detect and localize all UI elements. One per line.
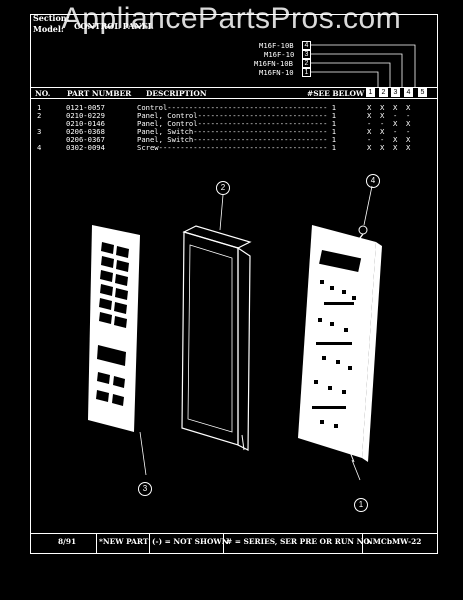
model-name: M16FN-10B [254, 59, 293, 68]
row-marks: X X - - [367, 127, 411, 136]
watermark: AppliancePartsPros.com [61, 2, 402, 35]
footer-not-shown: (-) = NOT SHOWN [152, 537, 229, 546]
callout-1: 1 [354, 498, 368, 512]
row-desc: Screw-----------------------------------… [137, 143, 337, 152]
col-header-part-number: PART NUMBER [67, 89, 132, 98]
footer-separator [149, 533, 150, 554]
row-marks: X X - - [367, 111, 411, 120]
callout-4: 4 [366, 174, 380, 188]
col-header-description: DESCRIPTION [146, 89, 207, 98]
row-part: 0302-0094 [66, 143, 105, 152]
row-marks: X X X X [367, 103, 411, 112]
col-box: 1 [366, 88, 375, 97]
footer-separator [362, 533, 363, 554]
model-num-box: 4 [302, 41, 311, 50]
leader-lines [311, 44, 416, 87]
page-frame [30, 14, 438, 554]
row-marks: - - X X [367, 119, 411, 128]
row-marks: X X X X [367, 143, 411, 152]
leader-2 [219, 194, 224, 231]
row-part: 0121-0057 [66, 103, 105, 112]
exploded-diagram [88, 185, 382, 481]
model-name: M16FN-10 [259, 68, 294, 77]
screw-drawing [356, 225, 368, 243]
footer-new-part: *NEW PART [99, 537, 149, 546]
col-header-no: NO. [35, 89, 51, 98]
header-top-rule [30, 87, 438, 88]
section-title: CONTROL PANEL [74, 21, 154, 31]
section-label: Section: [33, 13, 70, 23]
row-part: 0210-0146 [66, 119, 105, 128]
leader-1 [351, 459, 361, 481]
control-board-drawing [298, 225, 382, 463]
row-desc: Panel, Control--------------------------… [137, 111, 337, 120]
model-num-box: 1 [302, 68, 311, 77]
col-box: 3 [391, 88, 400, 97]
footer-rule [30, 533, 438, 534]
leader-3 [139, 431, 147, 476]
model-name: M16F-10 [264, 50, 295, 59]
row-part: 0206-0367 [66, 135, 105, 144]
row-no: 2 [37, 111, 42, 120]
callout-2: 2 [216, 181, 230, 195]
footer-series: # = SERIES, SER PRE OR RUN NO. [226, 537, 372, 546]
row-desc: Control---------------------------------… [137, 103, 337, 112]
leader-4 [363, 185, 373, 226]
row-no: 4 [37, 143, 42, 152]
footer-date: 8/91 [58, 537, 77, 546]
switch-panel-drawing [88, 225, 140, 432]
model-num-box: 3 [302, 50, 311, 59]
parts-table: 1 0121-0057 Control---------------------… [30, 103, 438, 163]
model-name: M16F-10B [259, 41, 294, 50]
model-list: M16F-10B 4 M16F-10 3 M16FN-10B 2 M16FN-1… [240, 40, 440, 100]
row-desc: Panel, Switch---------------------------… [137, 135, 337, 144]
row-part: 0210-0229 [66, 111, 105, 120]
row-no: 3 [37, 127, 42, 136]
col-box: 5 [418, 88, 427, 97]
callout-3: 3 [138, 482, 152, 496]
row-part: 0206-0368 [66, 127, 105, 136]
row-marks: - - X X [367, 135, 411, 144]
model-num-box: 2 [302, 59, 311, 68]
row-no: 1 [37, 103, 42, 112]
control-panel-drawing [181, 225, 252, 451]
footer-separator [96, 533, 97, 554]
col-box: 2 [379, 88, 388, 97]
header-bottom-rule [30, 98, 438, 99]
col-box: 4 [404, 88, 413, 97]
col-header-see-below: #SEE BELOW [307, 89, 365, 98]
footer-code: NMCbMW-22 [366, 537, 422, 546]
model-label: Model: [33, 24, 64, 34]
footer-separator [223, 533, 224, 554]
row-desc: Panel, Switch---------------------------… [137, 127, 337, 136]
row-desc: Panel, Control--------------------------… [137, 119, 337, 128]
